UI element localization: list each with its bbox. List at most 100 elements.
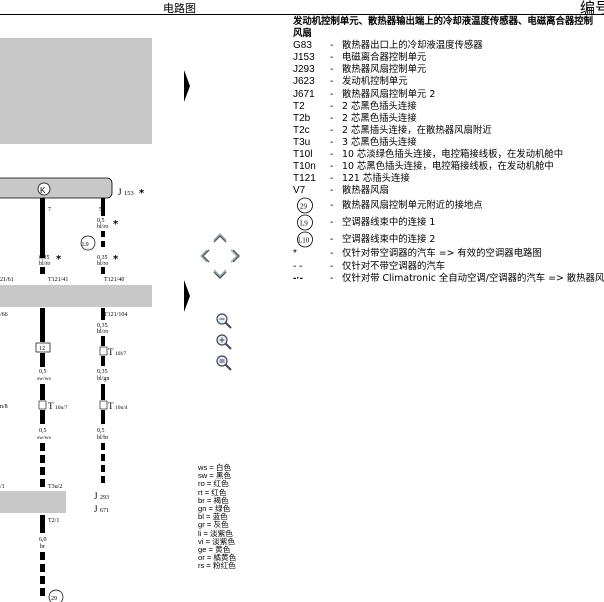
svg-text:/1: /1 bbox=[0, 484, 5, 490]
svg-text:T: T bbox=[108, 347, 114, 357]
color-key-item: li = 淡紫色 bbox=[198, 528, 233, 538]
svg-text:bl/ro: bl/ro bbox=[97, 224, 108, 230]
component-box-top bbox=[0, 38, 152, 144]
pan-left-icon[interactable] bbox=[200, 249, 210, 263]
connection-point-icon: L9 bbox=[297, 215, 313, 231]
color-key-item: ws = 白色 bbox=[198, 463, 232, 472]
legend-item: J153-电磁离合器控制单元 bbox=[293, 52, 427, 64]
svg-text:/66: /66 bbox=[0, 312, 8, 318]
svg-text:T3u/2: T3u/2 bbox=[48, 484, 62, 490]
svg-text:bl/gn: bl/gn bbox=[97, 376, 109, 382]
legend-item: T121-121 芯插头连接 bbox=[293, 173, 410, 185]
svg-text:0,5: 0,5 bbox=[97, 428, 105, 434]
wire-color-key: ws = 白色 sw = 黑色 ro = 红色 rt = 红色 br = 褐色 … bbox=[198, 463, 237, 571]
color-key-item: gn = 绿色 bbox=[198, 504, 231, 514]
color-key-item: or = 橘黄色 bbox=[198, 553, 237, 563]
legend-item: J623-发动机控制单元 bbox=[293, 76, 408, 88]
svg-text:T2/1: T2/1 bbox=[48, 518, 59, 524]
svg-text:0,35: 0,35 bbox=[39, 255, 50, 261]
svg-text:29: 29 bbox=[51, 596, 57, 602]
legend-note-item: -·--仅针对带 Climatronic 全自动空调/空调器的汽车 => 散热器… bbox=[293, 272, 604, 284]
svg-text:br: br bbox=[40, 544, 45, 550]
color-key-item: rt = 红色 bbox=[198, 487, 227, 497]
svg-text:*: * bbox=[56, 254, 62, 265]
svg-text:0,35: 0,35 bbox=[97, 255, 108, 261]
svg-text:153: 153 bbox=[124, 190, 134, 197]
color-key-item: sw = 黑色 bbox=[198, 471, 232, 481]
zoom-in-icon[interactable] bbox=[215, 333, 233, 351]
legend-item: T3u-3 芯黑色插头连接 bbox=[293, 136, 417, 148]
color-key-item: ro = 红色 bbox=[198, 479, 229, 489]
component-j623 bbox=[0, 285, 152, 307]
component-j153 bbox=[0, 177, 113, 199]
legend-item: T10l-10 芯淡绿色插头连接，电控箱接线板，在发动机舱中 bbox=[293, 149, 564, 161]
legend-ground-item: L9 -空调器线束中的连接 1 bbox=[293, 214, 604, 231]
svg-text:sw/ws: sw/ws bbox=[37, 435, 51, 441]
svg-text:J: J bbox=[94, 504, 98, 514]
color-key-item: br = 褐色 bbox=[198, 495, 229, 505]
svg-text:L10: L10 bbox=[298, 237, 310, 245]
ground-point-icon: 29 bbox=[297, 198, 313, 214]
circuit-diagram: K J 153 * 7 0,35 bl/ro * T121/41 5 0,5 b… bbox=[0, 38, 152, 602]
legend-item: J671-散热器风扇控制单元 2 bbox=[293, 88, 436, 100]
svg-text:0,35: 0,35 bbox=[97, 369, 108, 375]
svg-text:0,5: 0,5 bbox=[39, 369, 47, 375]
svg-text:T121/41: T121/41 bbox=[48, 277, 68, 283]
page-forward-icon[interactable] bbox=[182, 68, 192, 104]
pan-arrows bbox=[200, 233, 240, 279]
svg-text:L9: L9 bbox=[82, 242, 89, 248]
svg-text:n/8: n/8 bbox=[0, 404, 8, 410]
svg-text:293: 293 bbox=[100, 495, 109, 501]
page-title: 电路图 bbox=[163, 2, 196, 15]
color-key-item: bl = 蓝色 bbox=[198, 512, 228, 522]
document-number-label: 编号 bbox=[579, 0, 604, 17]
pan-right-icon[interactable] bbox=[230, 249, 240, 263]
color-key-item: rs = 粉红色 bbox=[198, 561, 236, 571]
j153-label: J bbox=[118, 187, 122, 197]
legend-item: T10n-10 芯黑色插头连接，电控箱接线板，在发动机舱中 bbox=[293, 161, 554, 173]
svg-text:29: 29 bbox=[300, 203, 308, 211]
pan-down-icon[interactable] bbox=[213, 269, 227, 279]
svg-text:12: 12 bbox=[39, 346, 45, 352]
connection-point-icon: L10 bbox=[297, 232, 313, 248]
svg-text:T: T bbox=[108, 401, 114, 411]
legend-item: J293-散热器风扇控制单元 bbox=[293, 64, 427, 76]
page-forward-icon-2[interactable] bbox=[182, 278, 192, 314]
svg-text:*: * bbox=[113, 219, 119, 230]
svg-text:0,5: 0,5 bbox=[97, 218, 105, 224]
zoom-reset-icon[interactable] bbox=[215, 354, 233, 372]
svg-text:10l/7: 10l/7 bbox=[115, 351, 127, 357]
svg-text:*: * bbox=[139, 188, 145, 199]
component-j293 bbox=[0, 491, 66, 513]
legend-note-item: *-仅针对带空调器的汽车 => 有效的空调器电路图 bbox=[293, 248, 542, 260]
legend-item: V7-散热器风扇 bbox=[293, 185, 389, 197]
svg-text:bl/ro: bl/ro bbox=[39, 261, 50, 267]
svg-text:671: 671 bbox=[100, 508, 109, 514]
svg-text:T121/40: T121/40 bbox=[104, 277, 124, 283]
legend-heading: 发动机控制单元、散热器输出端上的冷却液温度传感器、电磁离合器控制 bbox=[293, 16, 594, 27]
svg-text:10n/7: 10n/7 bbox=[55, 405, 68, 411]
svg-text:10n/4: 10n/4 bbox=[115, 405, 128, 411]
legend-note-item: - --仅针对不带空调器的汽车 bbox=[293, 260, 446, 272]
svg-text:0,5: 0,5 bbox=[39, 428, 47, 434]
zoom-out-icon[interactable] bbox=[215, 312, 233, 330]
color-key-item: vi = 淡紫色 bbox=[198, 536, 235, 546]
svg-text:bl/ro: bl/ro bbox=[97, 329, 108, 335]
svg-text:7: 7 bbox=[48, 207, 51, 213]
legend-heading-cont: 风扇 bbox=[293, 28, 312, 40]
pan-up-icon[interactable] bbox=[213, 233, 227, 243]
svg-text:J: J bbox=[94, 491, 98, 501]
document-header: 电路图 编号 bbox=[0, 0, 604, 17]
legend-ground-item: 29 -散热器风扇控制单元附近的接地点 bbox=[293, 197, 604, 214]
svg-text:K: K bbox=[40, 186, 46, 195]
svg-text:*: * bbox=[113, 254, 119, 265]
legend-ground-item: L10 -空调器线束中的连接 2 bbox=[293, 231, 604, 248]
svg-text:L9: L9 bbox=[300, 220, 308, 228]
svg-text:21/61: 21/61 bbox=[0, 277, 14, 283]
legend-item: T2c-2 芯黑插头连接，在散热器风扇附近 bbox=[293, 124, 492, 136]
color-key-item: gr = 灰色 bbox=[198, 520, 229, 530]
svg-text:T: T bbox=[48, 401, 54, 411]
svg-text:0,35: 0,35 bbox=[97, 323, 108, 329]
component-legend: 发动机控制单元、散热器输出端上的冷却液温度传感器、电磁离合器控制 风扇 G83-… bbox=[293, 16, 604, 285]
legend-item: G83-散热器出口上的冷却液温度传感器 bbox=[293, 40, 483, 52]
